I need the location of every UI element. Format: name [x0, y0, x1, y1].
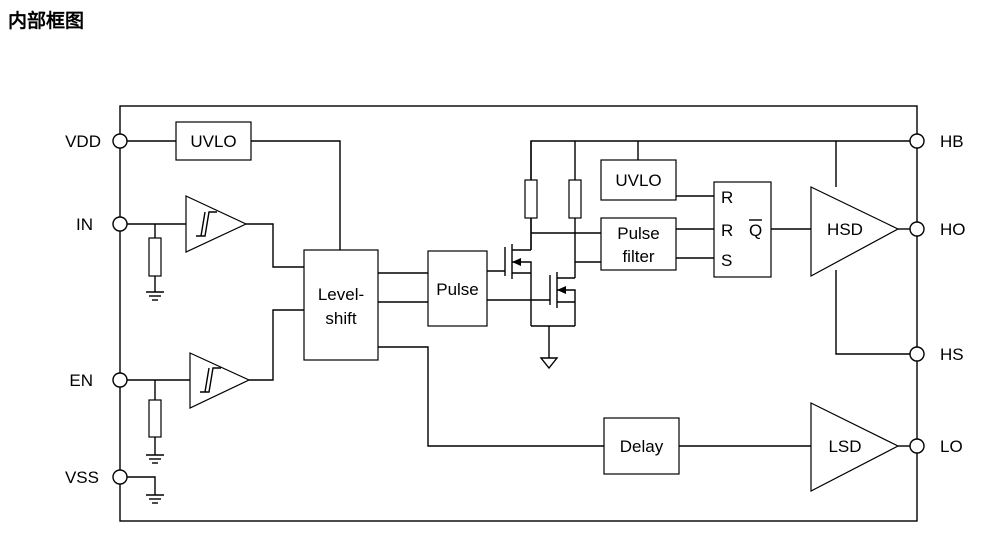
- svg-text:Delay: Delay: [620, 437, 664, 456]
- pin-lo-terminal: [909, 438, 925, 454]
- hsd-driver: HSD: [810, 186, 900, 278]
- pulse-block: Pulse: [427, 250, 488, 327]
- page-title: 内部框图: [8, 10, 85, 32]
- ground-in-icon: [146, 291, 164, 301]
- pin-vss-terminal: [112, 469, 128, 485]
- pin-hs-terminal: [909, 346, 925, 362]
- uvlo-vdd-block: UVLO: [175, 121, 252, 161]
- svg-text:shift: shift: [325, 309, 356, 328]
- svg-text:LSD: LSD: [828, 437, 861, 456]
- wires: [127, 140, 910, 495]
- svg-text:Pulse: Pulse: [436, 280, 479, 299]
- ground-vss-icon: [146, 494, 164, 504]
- uvlo-hb-block: UVLO: [600, 159, 677, 201]
- svg-text:Pulse: Pulse: [617, 224, 660, 243]
- pin-vdd-terminal: [112, 133, 128, 149]
- pin-in-terminal: [112, 216, 128, 232]
- pin-ho-label: HO: [940, 220, 966, 239]
- pulse-filter-block: Pulse filter: [600, 217, 677, 271]
- comparator-in: [185, 195, 248, 253]
- resistor-hb-2: [568, 179, 582, 219]
- pin-ho-terminal: [909, 221, 925, 237]
- svg-text:Level-: Level-: [318, 285, 364, 304]
- pin-hs-label: HS: [940, 345, 964, 364]
- svg-text:HSD: HSD: [827, 220, 863, 239]
- fet1-arrow: [512, 258, 521, 266]
- comparator-en: [189, 352, 251, 409]
- pin-hb-terminal: [909, 133, 925, 149]
- svg-text:Q: Q: [749, 221, 762, 240]
- svg-text:UVLO: UVLO: [615, 171, 661, 190]
- ground-en-icon: [146, 454, 164, 464]
- pin-lo-label: LO: [940, 437, 963, 456]
- fet2-arrow: [557, 286, 566, 294]
- delay-block: Delay: [603, 417, 680, 475]
- svg-text:UVLO: UVLO: [190, 132, 236, 151]
- svg-text:filter: filter: [622, 247, 654, 266]
- resistor-en: [148, 399, 162, 438]
- svg-text:R: R: [721, 188, 733, 207]
- pin-en-label: EN: [69, 371, 93, 390]
- chip-outline: [119, 105, 918, 522]
- level-shift-block: Level- shift: [303, 249, 379, 361]
- svg-text:R: R: [721, 221, 733, 240]
- rs-latch-block: R R S Q: [713, 181, 772, 278]
- resistor-hb-1: [524, 179, 538, 219]
- pin-en-terminal: [112, 372, 128, 388]
- svg-text:S: S: [721, 251, 732, 270]
- lsd-driver: LSD: [810, 402, 900, 492]
- ground-hs-icon: [539, 357, 559, 370]
- pin-vdd-label: VDD: [65, 132, 101, 151]
- pin-hb-label: HB: [940, 132, 964, 151]
- pin-in-label: IN: [76, 215, 93, 234]
- pin-vss-label: VSS: [65, 468, 99, 487]
- resistor-in: [148, 237, 162, 277]
